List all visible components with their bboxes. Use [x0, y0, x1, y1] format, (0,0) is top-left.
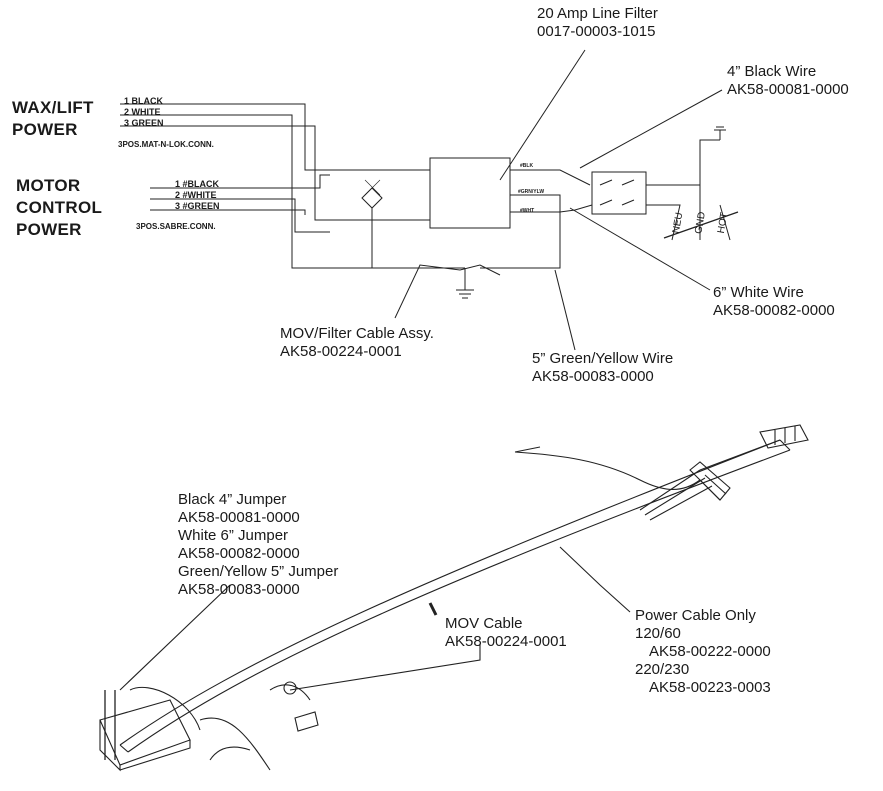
jumper-green-title: Green/Yellow 5” Jumper: [178, 563, 339, 580]
motor-black-wire: [150, 174, 330, 189]
filter-out-white: [510, 204, 593, 213]
jumper-black-part: AK58-00081-0000: [178, 509, 300, 526]
ground-symbol: [456, 289, 474, 299]
power-cable-title: Power Cable Only: [635, 607, 756, 624]
line-filter-box: [429, 157, 511, 229]
line-filter-label: 20 Amp Line Filter 0017-00003-1015: [537, 5, 658, 41]
motor-wire-1: 1 #BLACK: [175, 179, 220, 189]
jumper-green-part: AK58-00083-0000: [178, 581, 300, 598]
leader-jumpers: [119, 584, 231, 691]
wax-wire-3: 3 GREEN: [124, 118, 164, 128]
black-wire-part: AK58-00081-0000: [727, 81, 849, 98]
filter-blk-label: #BLK: [520, 163, 534, 169]
mov-cable-title: MOV Cable: [445, 615, 523, 632]
mov-cable-label: MOV Cable AK58-00224-0001: [445, 615, 567, 651]
wax-wire-1: 1 BLACK: [124, 96, 164, 106]
motor-white-wire: [150, 198, 330, 233]
jumpers-label: Black 4” Jumper AK58-00081-0000 White 6”…: [178, 491, 338, 599]
jumper-black-title: Black 4” Jumper: [178, 491, 287, 508]
green-wire-part: AK58-00083-0000: [532, 368, 654, 385]
power-cable-v2: 220/230: [635, 661, 690, 678]
filter-out-green: [480, 194, 561, 269]
motor-control-heading: MOTOR CONTROL POWER: [16, 175, 102, 241]
leader-power-cable: [559, 546, 631, 613]
mov-symbol: [361, 187, 383, 209]
line-filter-title: 20 Amp Line Filter: [537, 5, 658, 22]
wax-lift-heading: WAX/LIFT POWER: [12, 97, 94, 141]
white-wire-title: 6” White Wire: [713, 284, 804, 301]
leader-line-green: [554, 269, 576, 351]
motor-line2: CONTROL: [16, 198, 103, 217]
power-cable-p2: AK58-00223-0003: [649, 679, 771, 696]
wax-wire-2: 2 WHITE: [124, 107, 161, 117]
motor-line3: POWER: [16, 220, 82, 239]
black-wire-label: 4” Black Wire AK58-00081-0000: [727, 63, 849, 99]
jumper-white-title: White 6” Jumper: [178, 527, 289, 544]
power-cable-label: Power Cable Only 120/60 AK58-00222-0000 …: [635, 607, 771, 697]
white-wire-part: AK58-00082-0000: [713, 302, 835, 319]
power-cable-v1: 120/60: [635, 625, 681, 642]
wax-lift-line1: WAX/LIFT: [12, 98, 94, 117]
mov-filter-title: MOV/Filter Cable Assy.: [280, 325, 434, 342]
leader-line-filter: [499, 49, 586, 181]
mov-filter-label: MOV/Filter Cable Assy. AK58-00224-0001: [280, 325, 434, 361]
wax-white-wire: [120, 114, 465, 269]
line-filter-part: 0017-00003-1015: [537, 23, 656, 40]
mov-box: [99, 699, 191, 766]
motor-connector-label: 3POS.SABRE.CONN.: [136, 222, 216, 231]
black-wire-title: 4” Black Wire: [727, 63, 817, 80]
power-cable-p1: AK58-00222-0000: [649, 643, 771, 660]
motor-wire-2: 2 #WHITE: [175, 190, 217, 200]
mov-cable-part: AK58-00224-0001: [445, 633, 567, 650]
jumper-white-part: AK58-00082-0000: [178, 545, 300, 562]
green-wire-title: 5” Green/Yellow Wire: [532, 350, 674, 367]
motor-line1: MOTOR: [16, 176, 81, 195]
leader-mov-cable: [289, 645, 481, 691]
filter-wht-label: #WHT: [520, 208, 535, 214]
wax-black-wire: [120, 103, 330, 171]
motor-green-wire: [150, 209, 306, 215]
leader-line-mov: [394, 264, 501, 319]
wax-lift-line2: POWER: [12, 120, 78, 139]
leader-line-black: [579, 89, 723, 169]
harness-illustration: [99, 424, 809, 772]
filter-grn-label: #GRN/YLW: [518, 189, 545, 195]
filter-out-black: [510, 169, 591, 186]
green-wire-label: 5” Green/Yellow Wire AK58-00083-0000: [532, 350, 673, 386]
white-wire-label: 6” White Wire AK58-00082-0000: [713, 284, 835, 320]
leader-line-white: [569, 207, 711, 291]
motor-wire-3: 3 #GREEN: [175, 201, 220, 211]
switch-box: [591, 171, 647, 215]
mov-filter-part: AK58-00224-0001: [280, 343, 402, 360]
top-ground: [714, 126, 726, 140]
wax-connector-label: 3POS.MAT-N-LOK.CONN.: [118, 140, 214, 149]
